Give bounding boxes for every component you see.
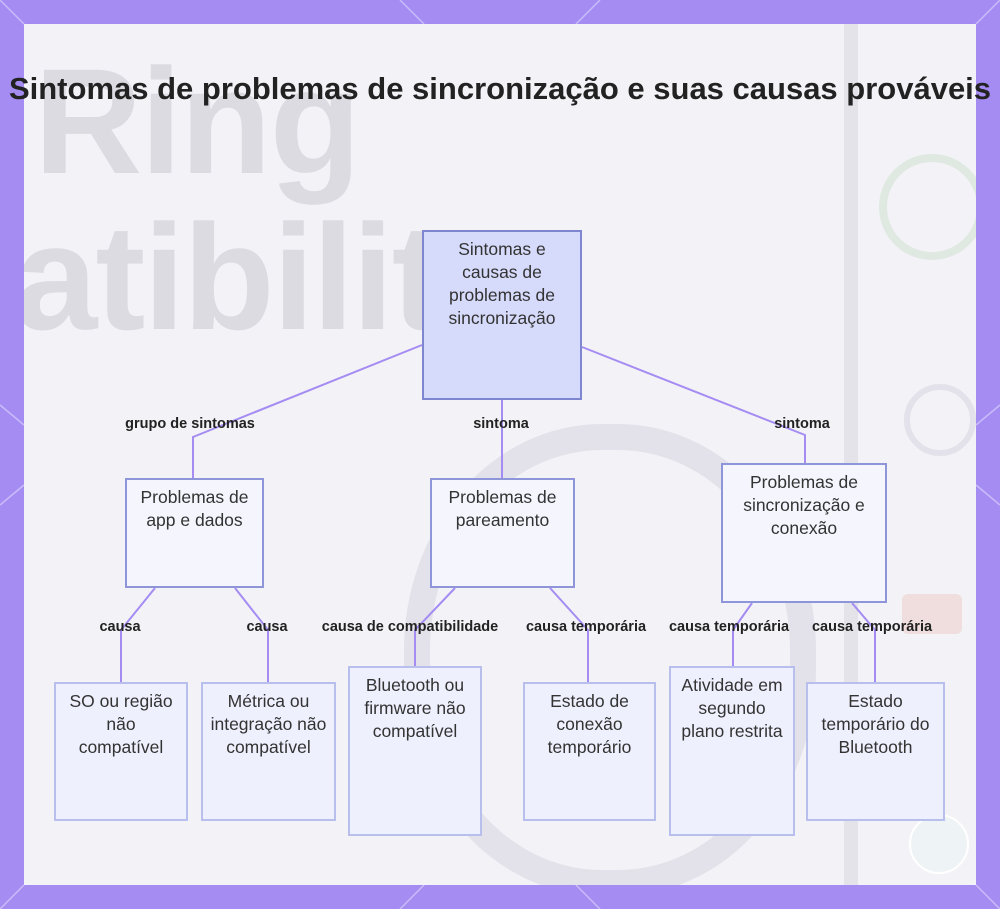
- watermark-logo: [909, 814, 969, 874]
- node-label: Métrica ou integração não compatível: [210, 691, 327, 757]
- node-so-regiao: SO ou região não compatível: [54, 682, 188, 821]
- edge-line: [234, 587, 269, 682]
- node-bluetooth-firmware: Bluetooth ou firmware não compatível: [348, 666, 482, 836]
- node-label: Estado de conexão temporário: [547, 691, 632, 757]
- edge-label: causa: [246, 619, 288, 635]
- background-phone: [844, 24, 976, 885]
- edge-label: sintoma: [774, 416, 830, 432]
- background-ring: [879, 154, 976, 260]
- background-photo-text: atibilit: [24, 193, 442, 361]
- node-bluetooth-temporario: Estado temporário do Bluetooth: [806, 682, 945, 821]
- edge-line: [851, 602, 876, 682]
- background-shape: [902, 594, 962, 634]
- edge-label: causa temporária: [525, 619, 647, 635]
- node-atividade-segundo-plano: Atividade em segundo plano restrita: [669, 666, 795, 836]
- node-label: Sintomas e causas de problemas de sincro…: [448, 239, 556, 328]
- node-label: SO ou região não compatível: [69, 691, 173, 757]
- edge-label: causa temporária: [668, 619, 790, 635]
- node-root: Sintomas e causas de problemas de sincro…: [422, 230, 582, 400]
- node-label: Estado temporário do Bluetooth: [821, 691, 930, 757]
- edge-label: causa de compatibilidade: [321, 619, 499, 635]
- edge-label: sintoma: [473, 416, 529, 432]
- node-label: Atividade em segundo plano restrita: [681, 675, 783, 741]
- node-label: Problemas de sincronização e conexão: [743, 472, 865, 538]
- background-photo-text: Ring: [34, 37, 361, 205]
- edge-label: causa temporária: [811, 619, 933, 635]
- node-sincronizacao-conexao: Problemas de sincronização e conexão: [721, 463, 887, 603]
- edge-line: [120, 587, 156, 682]
- node-label: Bluetooth ou firmware não compatível: [364, 675, 466, 741]
- edge-line: [581, 346, 806, 463]
- node-label: Problemas de pareamento: [448, 487, 557, 530]
- node-metrica-integracao: Métrica ou integração não compatível: [201, 682, 336, 821]
- edge-line: [732, 602, 753, 666]
- node-app-dados: Problemas de app e dados: [125, 478, 264, 588]
- edge-label: causa: [99, 619, 141, 635]
- node-pareamento: Problemas de pareamento: [430, 478, 575, 588]
- edge-label: grupo de sintomas: [125, 416, 255, 432]
- node-label: Problemas de app e dados: [140, 487, 249, 530]
- edge-line: [414, 587, 456, 666]
- edge-line: [549, 587, 589, 682]
- edge-line: [192, 344, 423, 478]
- diagram-title: Sintomas de problemas de sincronização e…: [8, 71, 992, 106]
- background-ring: [904, 384, 976, 456]
- node-conexao-temporaria: Estado de conexão temporário: [523, 682, 656, 821]
